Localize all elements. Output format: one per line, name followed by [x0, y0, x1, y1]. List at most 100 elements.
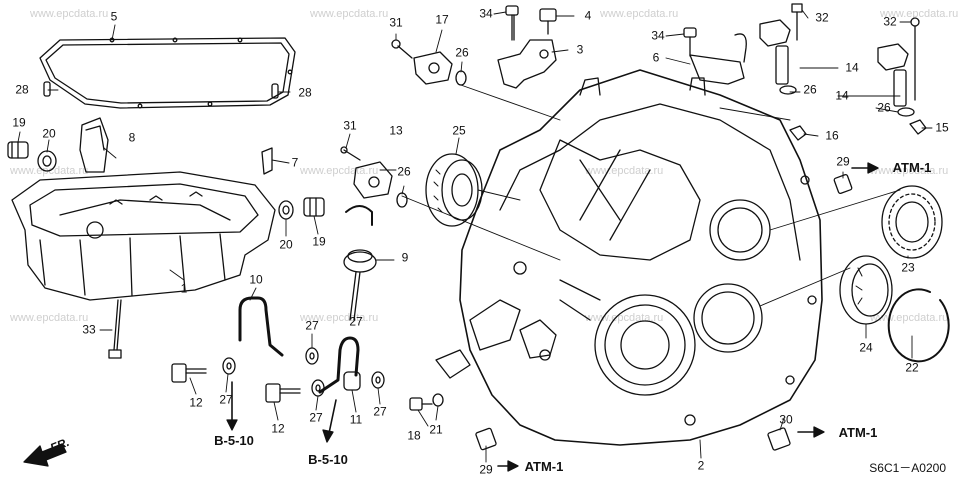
- washer-27-b: [305, 347, 319, 365]
- callout-9: 9: [401, 250, 409, 265]
- pipe-10: [238, 296, 284, 357]
- bolt-12-lower: [265, 383, 301, 403]
- callout-27-b: 27: [349, 314, 363, 329]
- drain-plug-19-left: [7, 141, 29, 159]
- callout-20-left: 20: [42, 126, 56, 141]
- pipe-11: [318, 336, 361, 394]
- dowel-29-right: [833, 174, 853, 194]
- o-ring-26-top: [455, 70, 467, 86]
- bolt-12-upper: [171, 363, 207, 383]
- callout-6: 6: [652, 50, 660, 65]
- callout-34-right: 34: [651, 28, 665, 43]
- leader-lines: [17, 9, 933, 463]
- callout-32-left: 32: [815, 10, 829, 25]
- clip-28-left: [43, 81, 51, 97]
- callout-31-middle: 31: [343, 118, 357, 133]
- bolt-16: [789, 125, 807, 141]
- callout-27-a: 27: [305, 318, 319, 333]
- ref-b510-right[interactable]: B-5-10: [308, 452, 348, 467]
- bolt-31-top: [391, 39, 413, 59]
- bolt-34-top: [505, 5, 519, 41]
- callout-18: 18: [407, 428, 421, 443]
- callout-15: 15: [935, 120, 949, 135]
- callout-26-middle: 26: [397, 164, 411, 179]
- callout-34-top: 34: [479, 6, 493, 21]
- drawing-code: S6C1－A0200: [869, 461, 946, 475]
- callout-12-left: 12: [189, 395, 203, 410]
- bearing-24: [839, 255, 893, 325]
- ref-b510-left[interactable]: B-5-10: [214, 433, 254, 448]
- bearing-23: [881, 185, 943, 259]
- washer-27-d: [371, 371, 385, 389]
- snap-ring-22: [887, 288, 950, 363]
- oil-pan-gasket: [39, 37, 296, 109]
- arrow-atm-bottom: [497, 460, 519, 472]
- dipstick: [343, 205, 377, 321]
- callout-24: 24: [859, 340, 873, 355]
- watermark: www.epcdata.ru: [300, 312, 379, 324]
- bolt-32-right: [910, 17, 920, 101]
- callout-28-left: 28: [15, 82, 29, 97]
- ref-atm-bottom[interactable]: ATM-1: [524, 459, 564, 474]
- bolt-15: [909, 119, 927, 135]
- bolt-31-middle: [340, 146, 361, 161]
- callout-10: 10: [249, 272, 263, 287]
- o-ring-26-right-a: [779, 85, 797, 95]
- watermark: www.epcdata.ru: [30, 8, 109, 20]
- sensor-13: [353, 161, 393, 199]
- o-ring-26-middle: [396, 192, 408, 208]
- callout-19-left: 19: [12, 115, 26, 130]
- callout-11: 11: [349, 412, 363, 427]
- callout-31-top: 31: [389, 15, 403, 30]
- bolt-32-left: [791, 3, 803, 41]
- callout-26-top: 26: [455, 45, 469, 60]
- callout-33: 33: [82, 322, 96, 337]
- sensor-14-right: [877, 43, 909, 107]
- callout-3: 3: [576, 42, 584, 57]
- front-arrow-icon: [23, 443, 67, 467]
- sensor-17: [413, 51, 453, 85]
- callout-16: 16: [825, 128, 839, 143]
- arrow-atm-right: [851, 162, 879, 174]
- callout-25: 25: [452, 123, 466, 138]
- callout-14-upper: 14: [845, 60, 859, 75]
- callout-8: 8: [128, 130, 136, 145]
- callout-20-right: 20: [279, 237, 293, 252]
- callout-7: 7: [291, 155, 299, 170]
- callout-27-c: 27: [219, 392, 233, 407]
- callout-12-right: 12: [271, 421, 285, 436]
- callout-5: 5: [110, 9, 118, 24]
- callout-17: 17: [435, 12, 449, 27]
- callout-2: 2: [697, 458, 705, 473]
- ref-atm-lower-right[interactable]: ATM-1: [838, 425, 878, 440]
- arrow-b510-right: [322, 399, 337, 443]
- callout-26-right-b: 26: [877, 100, 891, 115]
- callout-32-right: 32: [883, 14, 897, 29]
- washer-20-left: [37, 150, 57, 172]
- dowel-29-bottom: [475, 427, 497, 451]
- washer-27-c: [311, 379, 325, 397]
- arrow-b510-left: [226, 381, 238, 431]
- callout-29-bottom: 29: [479, 462, 493, 477]
- callout-22: 22: [905, 360, 919, 375]
- ref-atm-right[interactable]: ATM-1: [892, 160, 932, 175]
- bolt-18: [409, 397, 433, 411]
- sensor-14-left: [759, 19, 791, 85]
- bolt-34-right: [683, 27, 697, 57]
- oil-seal: [425, 153, 483, 227]
- washer-27-a: [222, 357, 236, 375]
- callout-19-right: 19: [312, 234, 326, 249]
- strainer: [79, 117, 109, 173]
- watermark: www.epcdata.ru: [300, 165, 379, 177]
- watermark: www.epcdata.ru: [10, 312, 89, 324]
- callout-29-right: 29: [836, 154, 850, 169]
- washer-20-right: [278, 200, 294, 220]
- transmission-housing: [435, 69, 823, 446]
- watermark: www.epcdata.ru: [585, 165, 664, 177]
- drain-plug-19-right: [303, 197, 325, 217]
- watermark: www.epcdata.ru: [310, 8, 389, 20]
- callout-21: 21: [429, 422, 443, 437]
- o-ring-26-right-b: [897, 107, 915, 117]
